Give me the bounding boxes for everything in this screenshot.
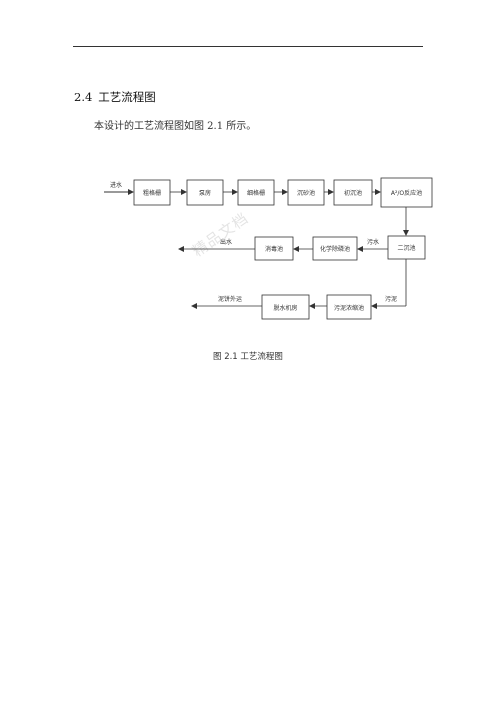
box-pump-house: 泵房 bbox=[186, 179, 224, 206]
section-title: 工艺流程图 bbox=[98, 90, 156, 104]
box-secondary-clarifier: 二沉池 bbox=[387, 235, 426, 260]
sludge-cake-label: 泥饼外运 bbox=[218, 295, 242, 303]
outlet-label: 出水 bbox=[220, 238, 232, 246]
header-rule bbox=[73, 46, 423, 47]
box-label: 泵房 bbox=[199, 189, 211, 197]
box-disinfection-tank: 消毒池 bbox=[254, 236, 294, 261]
box-label: 粗格栅 bbox=[143, 189, 161, 197]
section-number: 2.4 bbox=[74, 90, 93, 104]
box-label: 脱水机房 bbox=[273, 304, 297, 312]
box-grit-chamber: 沉砂池 bbox=[287, 179, 325, 206]
body-paragraph: 本设计的工艺流程图如图 2.1 所示。 bbox=[94, 121, 257, 132]
box-primary-clarifier: 初沉池 bbox=[333, 179, 373, 206]
box-fine-screen: 细格栅 bbox=[237, 179, 275, 206]
figure-caption: 图 2.1 工艺流程图 bbox=[213, 352, 283, 362]
inlet-label: 进水 bbox=[110, 181, 122, 189]
box-label: A²/O反应池 bbox=[391, 189, 422, 197]
box-label: 消毒池 bbox=[265, 245, 283, 253]
box-label: 沉砂池 bbox=[297, 189, 315, 197]
box-a2o-reactor: A²/O反应池 bbox=[380, 177, 433, 208]
sewage-label: 污水 bbox=[367, 238, 379, 246]
box-label: 化学除磷池 bbox=[320, 245, 350, 253]
box-sludge-thickener: 污泥浓缩池 bbox=[326, 294, 372, 320]
box-label: 细格栅 bbox=[247, 189, 265, 197]
sludge-label: 污泥 bbox=[385, 295, 397, 303]
box-label: 污泥浓缩池 bbox=[334, 304, 364, 312]
box-chemical-phosphorus-removal: 化学除磷池 bbox=[312, 236, 358, 261]
section-heading: 2.4 工艺流程图 bbox=[74, 89, 156, 105]
box-coarse-screen: 粗格栅 bbox=[133, 179, 171, 206]
box-label: 二沉池 bbox=[397, 244, 415, 252]
box-label: 初沉池 bbox=[344, 189, 362, 197]
box-dewatering-house: 脱水机房 bbox=[261, 294, 310, 320]
